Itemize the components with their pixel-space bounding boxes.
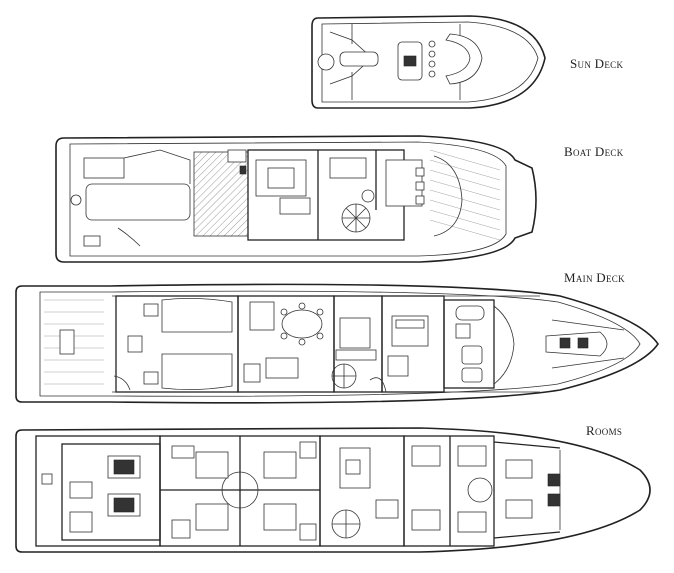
boat-deck-label: Boat Deck (564, 144, 624, 159)
sun-deck-plan (311, 15, 546, 109)
sun-deck-label: Sun Deck (570, 56, 624, 71)
main-deck-label: Main Deck (564, 270, 625, 285)
engine-pair (107, 455, 141, 517)
main-deck-plan (15, 283, 659, 404)
rooms-label: Rooms (586, 423, 623, 438)
boat-deck-plan (55, 135, 537, 263)
rooms-deck-plan (15, 427, 651, 553)
